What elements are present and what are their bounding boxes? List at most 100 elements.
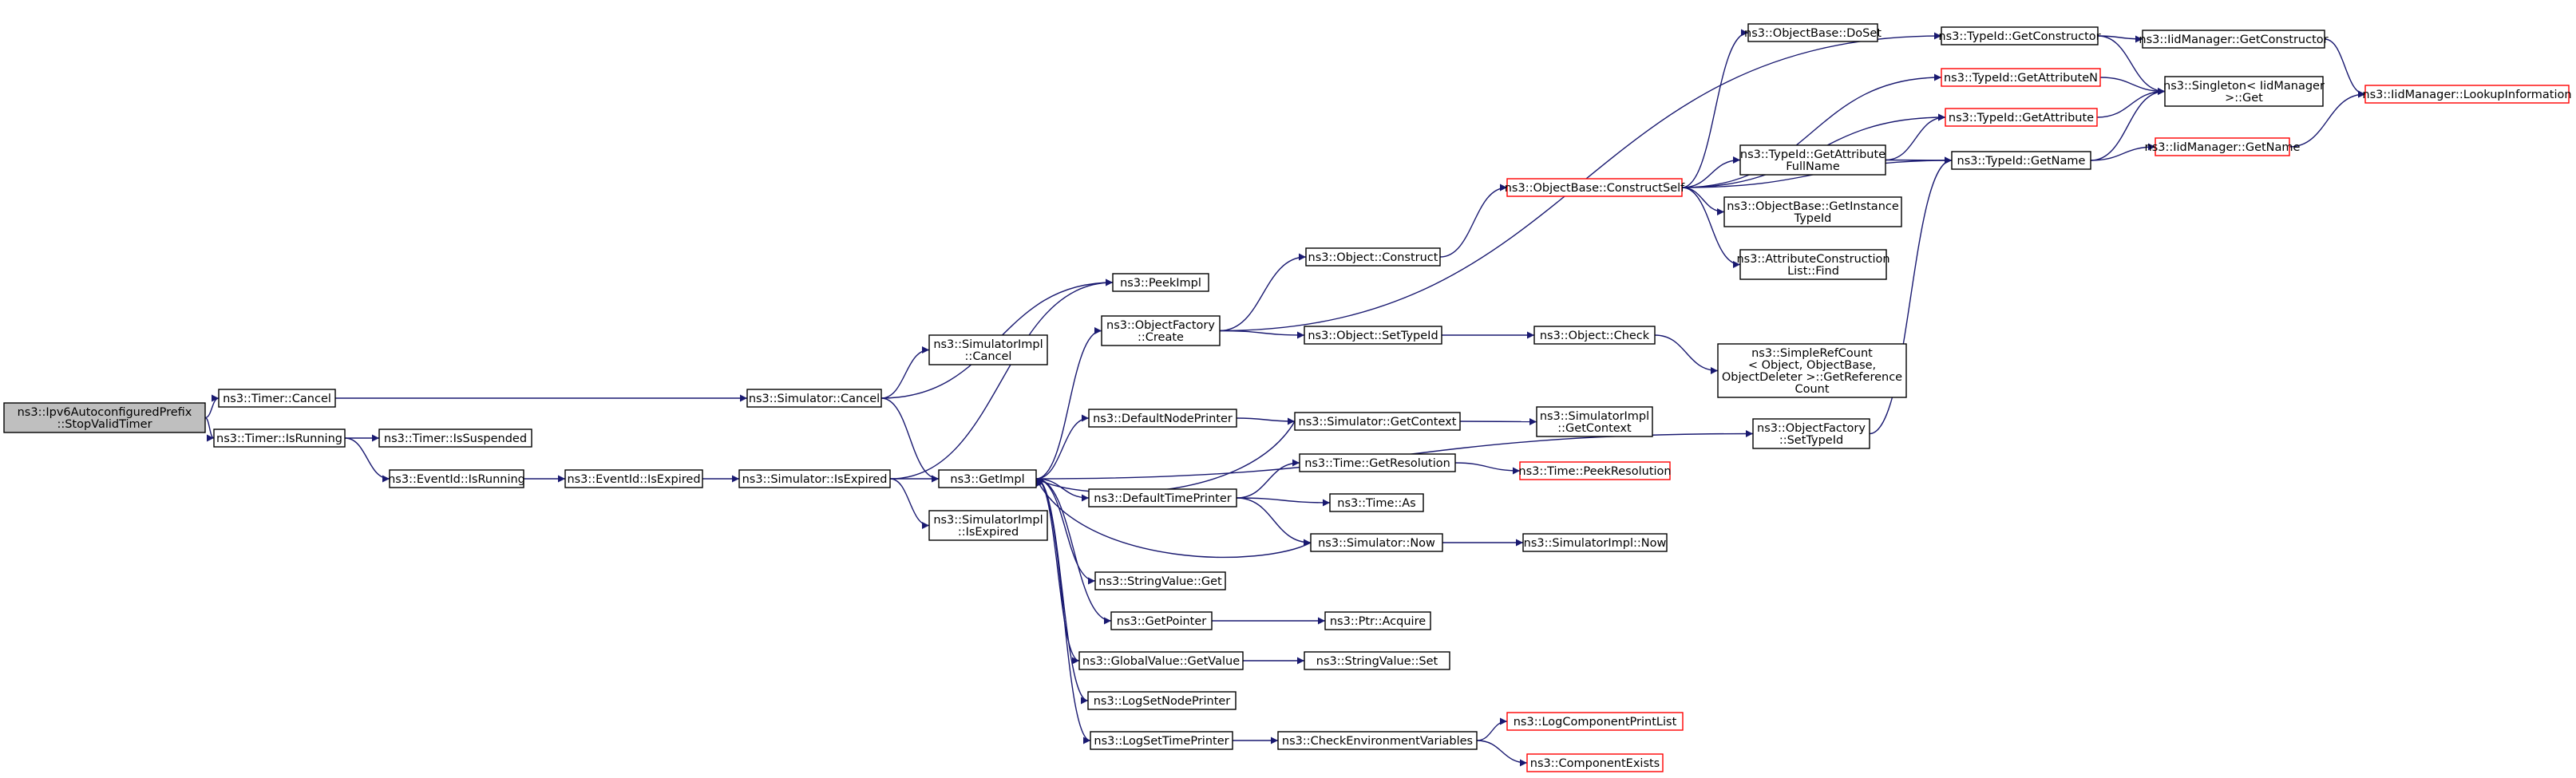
call-edge-n25-to-n10 — [1035, 478, 1312, 559]
node-box — [738, 469, 891, 488]
function-node-n11[interactable]: ns3::PeekImpl — [1112, 273, 1209, 292]
node-box — [2164, 76, 2324, 107]
function-node-n0[interactable]: ns3::Ipv6AutoconfiguredPrefix::StopValid… — [3, 402, 206, 433]
node-box — [1304, 651, 1450, 670]
node-label: ns3::DefaultTimePrinter — [1094, 492, 1231, 505]
function-node-n42[interactable]: ns3::TypeId::GetConstructor — [1938, 26, 2101, 45]
function-node-n7[interactable]: ns3::Simulator::IsExpired — [738, 469, 891, 488]
function-node-n19[interactable]: ns3::LogSetTimePrinter — [1090, 731, 1233, 750]
function-node-n2[interactable]: ns3::Timer::IsRunning — [213, 428, 346, 448]
node-box — [564, 469, 703, 488]
call-edge-n29-to-n38 — [1681, 187, 1725, 215]
node-box — [1094, 571, 1226, 590]
function-node-n3[interactable]: ns3::Simulator::Cancel — [746, 389, 882, 408]
function-node-n24[interactable]: ns3::Time::As — [1329, 493, 1424, 512]
node-box — [1723, 196, 1902, 227]
node-box — [218, 389, 336, 408]
node-label: ns3::PeekImpl — [1120, 277, 1201, 290]
function-node-n32[interactable]: ns3::Time::PeekResolution — [1518, 461, 1672, 480]
call-edge-n22-to-n10 — [1035, 421, 1296, 494]
node-box — [1951, 151, 2091, 170]
function-node-n20[interactable]: ns3::Object::Construct — [1305, 247, 1441, 267]
node-box — [1506, 178, 1683, 197]
function-node-n4[interactable]: ns3::Timer::IsSuspended — [378, 428, 532, 448]
function-node-n23[interactable]: ns3::Time::GetResolution — [1299, 453, 1456, 472]
function-node-n28[interactable]: ns3::CheckEnvironmentVariables — [1277, 731, 1478, 750]
function-node-n47[interactable]: ns3::Singleton< IidManager >::Get — [2163, 76, 2325, 107]
node-box — [2142, 30, 2325, 49]
function-node-n36[interactable]: ns3::ObjectBase::DoSet — [1744, 23, 1882, 42]
node-label: ns3::GlobalValue::GetValue — [1082, 655, 1240, 668]
call-edge-n12-to-n21 — [1219, 330, 1305, 339]
node-label: FullName — [1786, 160, 1840, 173]
node-label: ns3::IidManager::LookupInformation — [2362, 89, 2571, 101]
node-box — [1101, 315, 1221, 346]
function-node-n9[interactable]: ns3::SimulatorImpl::IsExpired — [928, 510, 1048, 541]
call-edge-n10-to-n16 — [1035, 478, 1112, 625]
node-label: ns3::Simulator::Now — [1318, 537, 1435, 550]
function-node-n16[interactable]: ns3::GetPointer — [1110, 611, 1213, 630]
function-node-n43[interactable]: ns3::TypeId::GetAttributeN — [1941, 68, 2101, 87]
function-node-n6[interactable]: ns3::EventId::IsExpired — [564, 469, 703, 488]
call-edge-n29-to-n37 — [1681, 156, 1741, 188]
node-label: ns3::AttributeConstruction — [1736, 253, 1889, 266]
call-edge-n29-to-n39 — [1681, 187, 1741, 268]
function-node-n14[interactable]: ns3::DefaultTimePrinter — [1088, 488, 1237, 507]
function-node-n1[interactable]: ns3::Timer::Cancel — [218, 389, 336, 408]
function-node-n35[interactable]: ns3::ComponentExists — [1526, 753, 1664, 772]
function-node-n18[interactable]: ns3::LogSetNodePrinter — [1087, 691, 1237, 710]
function-node-n26[interactable]: ns3::Ptr::Acquire — [1324, 611, 1431, 630]
call-edge-n42-to-n47 — [2097, 35, 2166, 95]
function-node-n46[interactable]: ns3::IidManager::GetConstructor — [2139, 30, 2329, 49]
node-label: ns3::Object::SetTypeId — [1308, 330, 1438, 342]
node-label: ns3::Simulator::Cancel — [749, 393, 880, 405]
node-label: ns3::EventId::IsExpired — [567, 473, 700, 486]
node-label: ns3::LogSetTimePrinter — [1094, 735, 1229, 748]
function-node-n45[interactable]: ns3::TypeId::GetName — [1951, 151, 2091, 170]
call-edge-n2-to-n5 — [344, 437, 390, 483]
function-node-n15[interactable]: ns3::StringValue::Get — [1094, 571, 1226, 590]
function-node-n34[interactable]: ns3::LogComponentPrintList — [1506, 712, 1684, 731]
node-label: >::Get — [2225, 92, 2263, 105]
call-edge-n23-to-n32 — [1454, 462, 1521, 475]
call-edge-n28-to-n35 — [1476, 740, 1528, 767]
node-label: ns3::Time::As — [1337, 497, 1415, 510]
function-node-n44[interactable]: ns3::TypeId::GetAttribute — [1945, 108, 2098, 127]
node-box — [1747, 23, 1878, 42]
node-box — [928, 510, 1048, 541]
function-node-n21[interactable]: ns3::Object::SetTypeId — [1304, 326, 1442, 345]
node-label: ns3::EventId::IsRunning — [388, 473, 525, 486]
function-node-n17[interactable]: ns3::GlobalValue::GetValue — [1078, 651, 1244, 670]
node-label: ns3::SimulatorImpl — [933, 338, 1043, 351]
function-node-n25[interactable]: ns3::Simulator::Now — [1310, 533, 1443, 552]
function-node-n40[interactable]: ns3::SimpleRefCount< Object, ObjectBase,… — [1717, 343, 1907, 398]
function-node-n8[interactable]: ns3::SimulatorImpl::Cancel — [928, 334, 1048, 365]
node-box — [1717, 343, 1907, 398]
function-node-n33[interactable]: ns3::SimulatorImpl::Now — [1522, 533, 1668, 552]
function-node-n49[interactable]: ns3::IidManager::LookupInformation — [2362, 85, 2572, 104]
node-label: ns3::Simulator::IsExpired — [742, 473, 888, 486]
call-edge-n29-to-n43 — [1681, 73, 1942, 188]
function-node-n48[interactable]: ns3::IidManager::GetName — [2145, 137, 2301, 156]
node-label: ns3::ComponentExists — [1530, 757, 1660, 770]
call-edge-n3-to-n10 — [880, 397, 940, 483]
function-node-n13[interactable]: ns3::DefaultNodePrinter — [1088, 409, 1237, 428]
function-node-n29[interactable]: ns3::ObjectBase::ConstructSelf — [1505, 178, 1685, 197]
node-label: ns3::Timer::Cancel — [223, 393, 331, 405]
node-label: ns3::TypeId::GetConstructor — [1938, 30, 2100, 43]
function-node-n5[interactable]: ns3::EventId::IsRunning — [388, 469, 525, 488]
node-label: ns3::ObjectFactory — [1757, 422, 1866, 435]
call-edge-n30-to-n40 — [1654, 334, 1719, 374]
function-node-n31[interactable]: ns3::SimulatorImpl::GetContext — [1536, 406, 1653, 437]
function-node-n22[interactable]: ns3::Simulator::GetContext — [1294, 412, 1461, 431]
function-node-n41[interactable]: ns3::ObjectFactory::SetTypeId — [1752, 418, 1870, 449]
function-node-n30[interactable]: ns3::Object::Check — [1533, 326, 1656, 345]
call-edge-n43-to-n47 — [2099, 77, 2166, 95]
function-node-n27[interactable]: ns3::StringValue::Set — [1304, 651, 1450, 670]
function-node-n12[interactable]: ns3::ObjectFactory::Create — [1101, 315, 1221, 346]
function-node-n10[interactable]: ns3::GetImpl — [938, 469, 1037, 488]
